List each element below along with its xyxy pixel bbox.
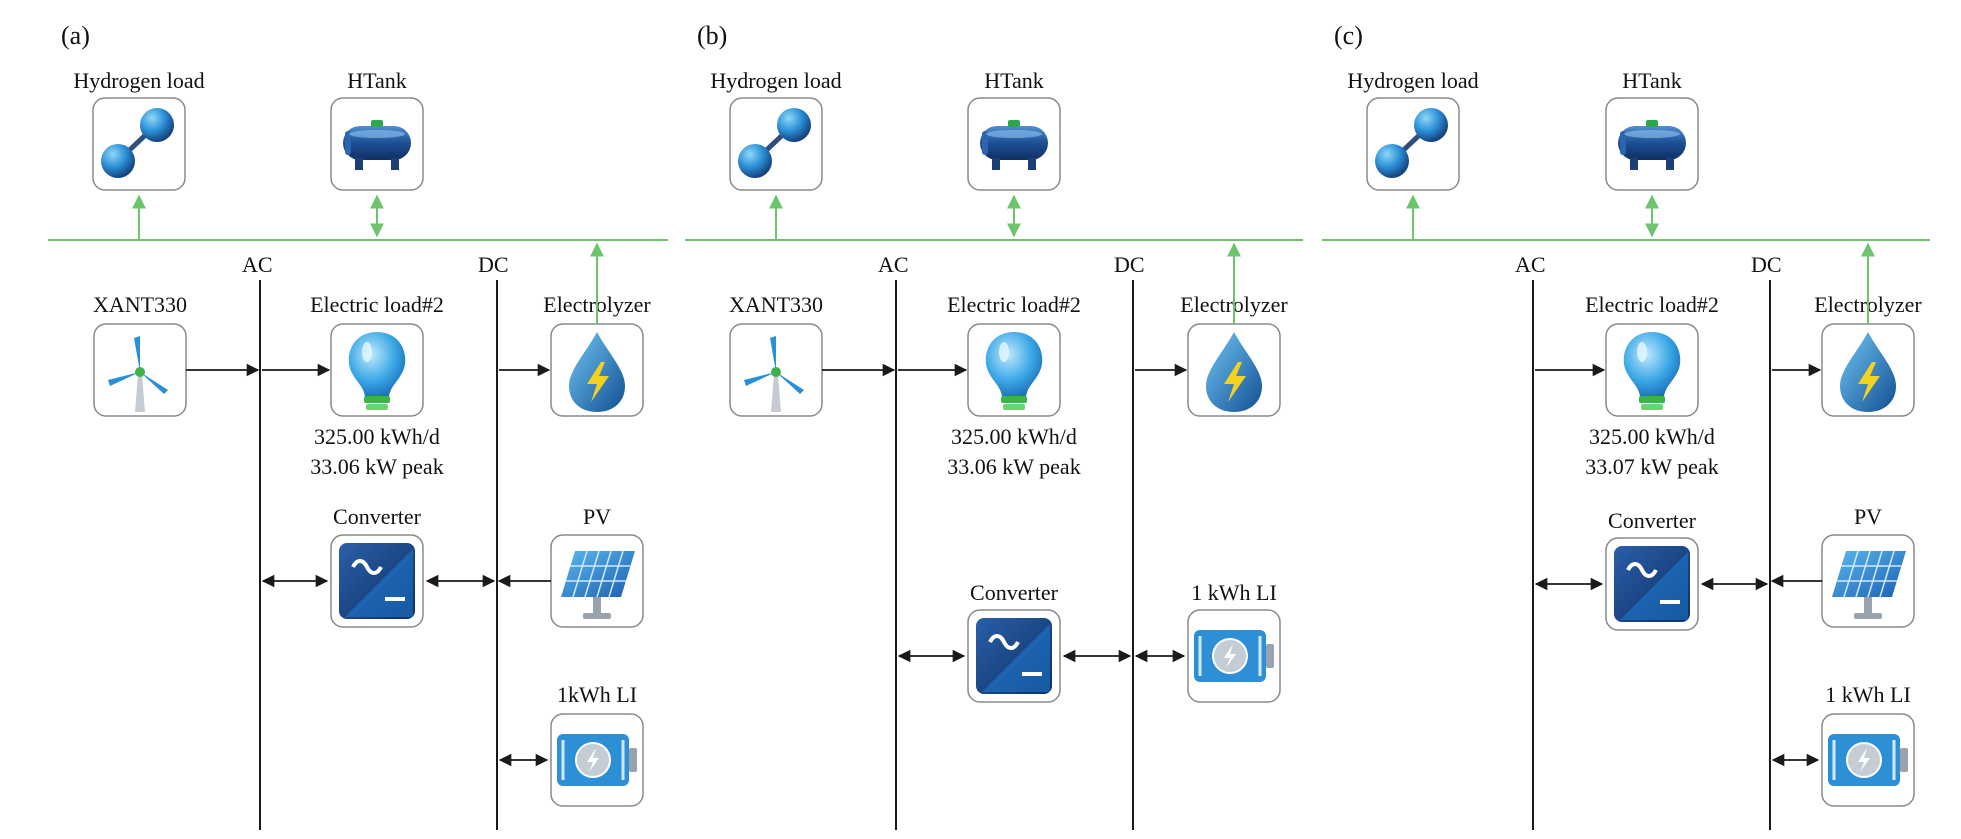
- panel-a: (a) AC DC Hydrogen load HTank XANT330: [48, 21, 668, 830]
- hydrogen-load-component[interactable]: Hydrogen load: [73, 68, 205, 191]
- converter-icon: [337, 541, 417, 621]
- ac-bus-label: AC: [878, 252, 909, 277]
- htank-name: HTank: [347, 68, 407, 93]
- converter-name: Converter: [333, 504, 422, 529]
- battery-icon: [1192, 628, 1276, 684]
- dc-bus-label: DC: [1751, 252, 1782, 277]
- panel-a-label: (a): [61, 21, 90, 50]
- wind-turbine-component[interactable]: XANT330: [93, 292, 187, 417]
- battery-component[interactable]: 1 kWh LI: [1821, 682, 1915, 807]
- converter-icon: [1612, 544, 1692, 624]
- electric-load-component[interactable]: Electric load#2 325.00 kWh/d 33.07 kW pe…: [1585, 292, 1719, 479]
- pv-component[interactable]: PV: [550, 504, 644, 628]
- htank-name: HTank: [1622, 68, 1682, 93]
- converter-component[interactable]: Converter: [967, 580, 1061, 703]
- dc-bus-label: DC: [478, 252, 509, 277]
- battery-name: 1 kWh LI: [1191, 580, 1277, 605]
- electric-load-name: Electric load#2: [310, 292, 444, 317]
- ac-bus-label: AC: [242, 252, 273, 277]
- pv-component[interactable]: PV: [1821, 504, 1915, 628]
- electric-load-name: Electric load#2: [1585, 292, 1719, 317]
- electric-load-energy: 325.00 kWh/d: [314, 424, 440, 449]
- panel-c: (c) AC DC Hydrogen load HTank Electric l…: [1322, 21, 1930, 830]
- electric-load-component[interactable]: Electric load#2 325.00 kWh/d 33.06 kW pe…: [947, 292, 1081, 479]
- converter-component[interactable]: Converter: [1605, 508, 1699, 631]
- wind-turbine-name: XANT330: [729, 292, 823, 317]
- converter-icon: [974, 616, 1054, 696]
- battery-name: 1 kWh LI: [1825, 682, 1911, 707]
- converter-name: Converter: [1608, 508, 1697, 533]
- battery-component[interactable]: 1kWh LI: [550, 682, 644, 807]
- electric-load-component[interactable]: Electric load#2 325.00 kWh/d 33.06 kW pe…: [310, 292, 444, 479]
- htank-component[interactable]: HTank: [330, 68, 424, 191]
- pv-name: PV: [1854, 504, 1882, 529]
- hydrogen-load-component[interactable]: Hydrogen load: [710, 68, 842, 191]
- panel-b: (b) AC DC Hydrogen load HTank XANT330 El…: [685, 21, 1303, 830]
- htank-component[interactable]: HTank: [1605, 68, 1699, 191]
- converter-name: Converter: [970, 580, 1059, 605]
- electric-load-peak: 33.06 kW peak: [310, 454, 443, 479]
- wind-turbine-name: XANT330: [93, 292, 187, 317]
- battery-name: 1kWh LI: [557, 682, 637, 707]
- battery-icon: [555, 732, 639, 788]
- htank-name: HTank: [984, 68, 1044, 93]
- hydrogen-load-name: Hydrogen load: [73, 68, 204, 93]
- ac-bus-label: AC: [1515, 252, 1546, 277]
- pv-name: PV: [583, 504, 611, 529]
- htank-component[interactable]: HTank: [967, 68, 1061, 191]
- electric-load-name: Electric load#2: [947, 292, 1081, 317]
- hydrogen-load-name: Hydrogen load: [1347, 68, 1478, 93]
- hydrogen-load-name: Hydrogen load: [710, 68, 841, 93]
- dc-bus-label: DC: [1114, 252, 1145, 277]
- panel-b-label: (b): [697, 21, 727, 50]
- battery-icon: [1826, 732, 1910, 788]
- wind-turbine-component[interactable]: XANT330: [729, 292, 823, 417]
- panel-c-label: (c): [1334, 21, 1363, 50]
- converter-component[interactable]: Converter: [330, 504, 424, 628]
- electric-load-energy: 325.00 kWh/d: [951, 424, 1077, 449]
- electric-load-peak: 33.06 kW peak: [947, 454, 1080, 479]
- electric-load-peak: 33.07 kW peak: [1585, 454, 1718, 479]
- electric-load-energy: 325.00 kWh/d: [1589, 424, 1715, 449]
- hydrogen-load-component[interactable]: Hydrogen load: [1347, 68, 1479, 191]
- battery-component[interactable]: 1 kWh LI: [1187, 580, 1281, 703]
